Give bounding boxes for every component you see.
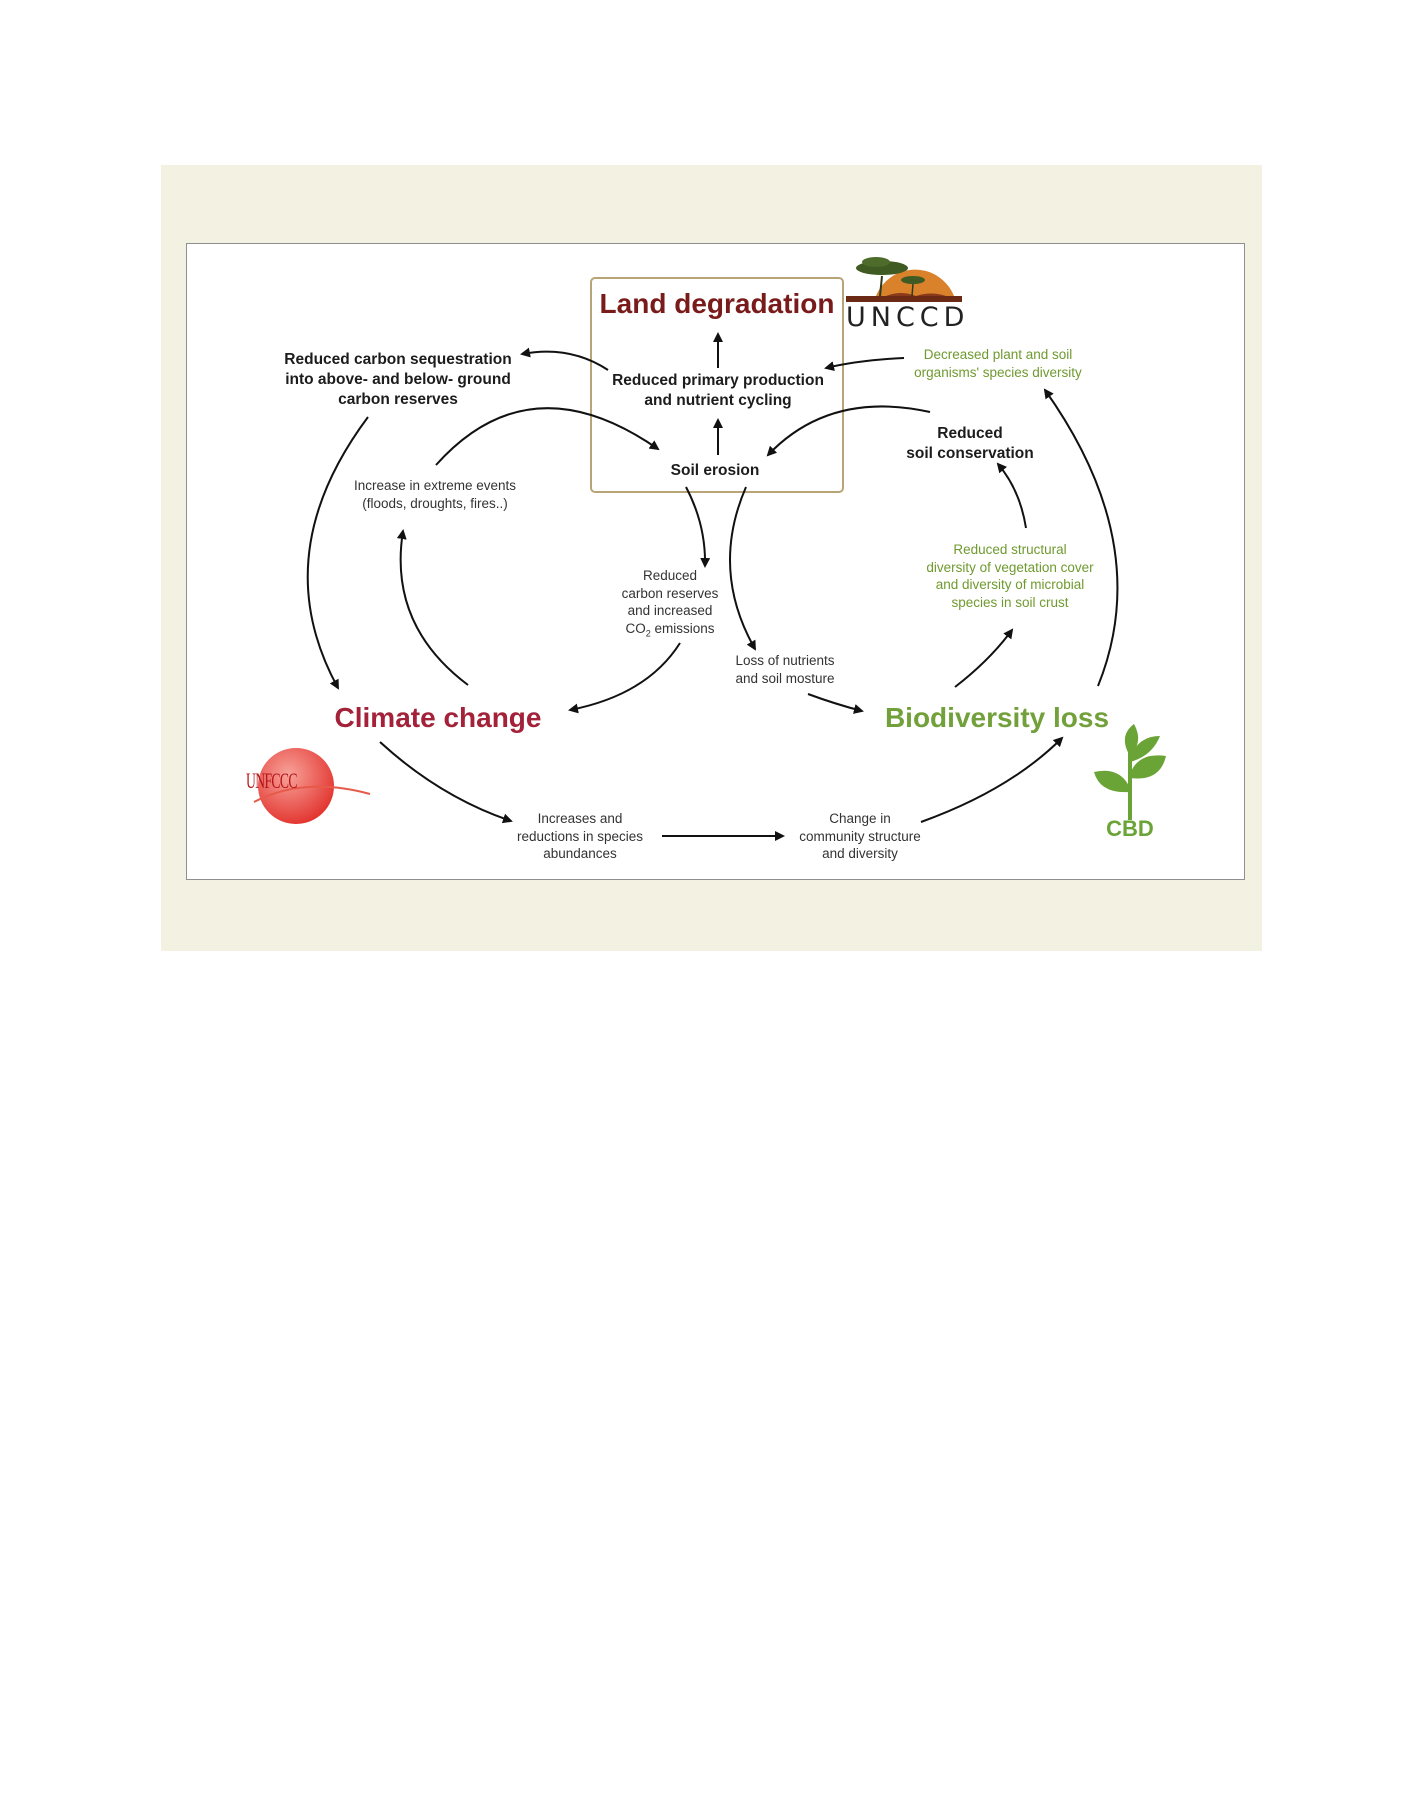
land-degradation-box xyxy=(590,277,844,493)
extreme-events-label: Increase in extreme events (floods, drou… xyxy=(353,478,517,511)
co2-emissions-line: CO2 emissions xyxy=(625,620,715,639)
arrow-climate-to-extreme-events xyxy=(396,529,469,686)
arrow-extreme-events-to-erosion xyxy=(435,407,660,466)
cbd-wordmark: CBD xyxy=(1106,816,1154,841)
unccd-sun-tree-icon xyxy=(846,257,962,302)
unccd-logo: UNCCD xyxy=(846,246,970,336)
unfccc-globe-icon xyxy=(253,748,371,824)
diagram-frame xyxy=(186,243,1245,880)
unccd-wordmark: UNCCD xyxy=(846,302,970,333)
biodiversity-loss-title: Biodiversity loss xyxy=(884,702,1110,733)
arrow-erosion-to-carbon-reserves xyxy=(685,486,711,568)
arrow-community-to-biodiversity xyxy=(920,736,1064,823)
unfccc-wordmark: UNFCCC xyxy=(246,768,297,793)
loss-of-nutrients-label: Loss of nutrients and soil mosture xyxy=(735,653,835,686)
reduced-carbon-reserves-label: Reduced carbon reserves and increased CO… xyxy=(600,567,740,640)
cbd-sprout-icon xyxy=(1094,724,1166,820)
species-abundances-label: Increases and reductions in species abun… xyxy=(516,811,644,862)
land-degradation-title: Land degradation xyxy=(599,288,835,319)
arrow-structural-to-soil-conservation xyxy=(996,462,1027,529)
arrow-soil-conservation-to-erosion xyxy=(766,405,931,457)
arrow-production-to-sequestration xyxy=(520,347,609,371)
unfccc-logo: UNFCCC xyxy=(244,746,372,826)
arrow-climate-to-abundances xyxy=(379,741,513,824)
decreased-plant-diversity-label: Decreased plant and soil organisms' spec… xyxy=(914,347,1082,380)
arrow-erosion-to-nutrients xyxy=(729,486,756,651)
cbd-logo: CBD xyxy=(1090,722,1170,846)
arrow-sequestration-to-climate xyxy=(306,416,369,690)
arrow-biodiversity-to-structural xyxy=(954,628,1014,688)
climate-change-title: Climate change xyxy=(334,702,542,733)
arrow-nutrients-to-biodiversity xyxy=(807,693,864,714)
reduced-carbon-sequestration-label: Reduced carbon sequestration into above-… xyxy=(284,351,512,409)
arrow-decreased-plant-to-production xyxy=(824,357,905,372)
reduced-structural-diversity-label: Reduced structural diversity of vegetati… xyxy=(926,542,1094,610)
reduced-soil-conservation-label: Reduced soil conservation xyxy=(906,425,1034,463)
community-structure-label: Change in community structure and divers… xyxy=(799,811,921,862)
soil-erosion-label: Soil erosion xyxy=(670,462,760,479)
arrow-biodiversity-to-decreased-plant xyxy=(1043,388,1119,687)
arrow-carbon-reserves-to-climate xyxy=(568,642,681,714)
reduced-primary-production-label: Reduced primary production and nutrient … xyxy=(612,372,824,410)
